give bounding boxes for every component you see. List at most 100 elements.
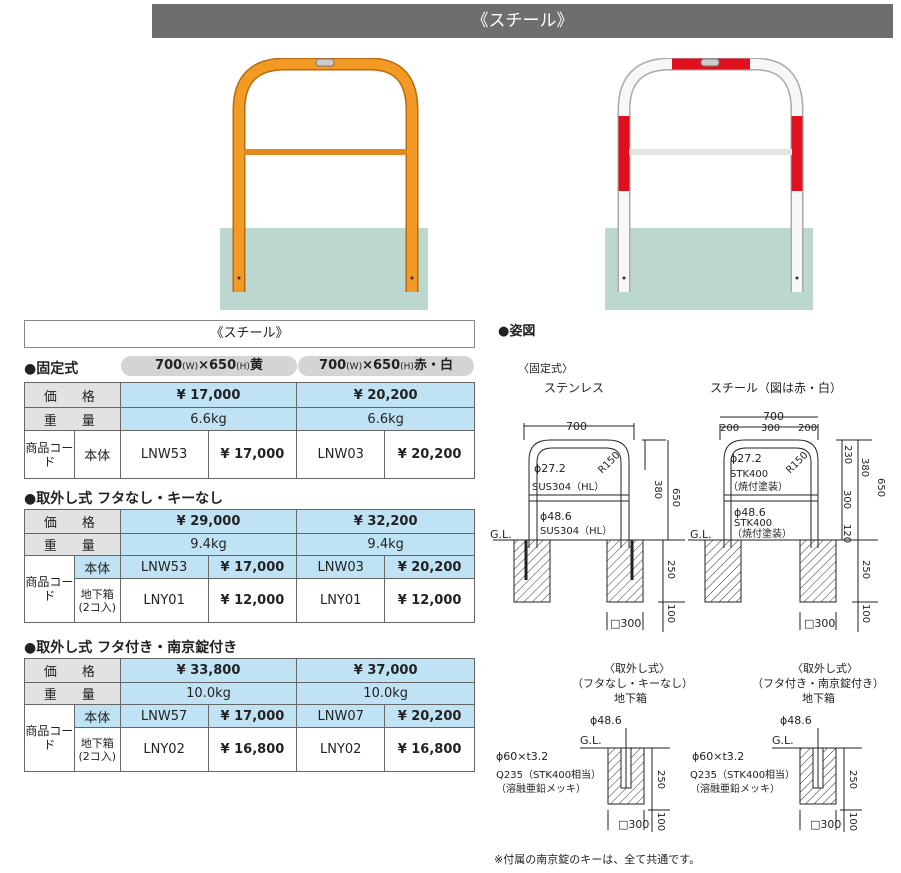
ground-backdrop <box>220 228 428 310</box>
code-cell: LNW53 <box>119 430 209 479</box>
table-row: 重 量 6.6kg 6.6kg <box>24 407 475 431</box>
table-row: 価 格 ¥ 17,000 ¥ 20,200 <box>24 382 475 408</box>
code-cell: LNY01 <box>296 578 386 623</box>
table-row: 商品コード 本体 LNW53 ¥ 17,000 LNW03 ¥ 20,200 <box>24 555 475 623</box>
weight-cell: 6.6kg <box>119 407 298 431</box>
dim-250-rem1: 250 <box>655 770 666 789</box>
section-heading-removable-no-lid: ●取外し式 フタなし・キーなし <box>24 491 224 507</box>
dim-200-left: 200 <box>720 423 739 434</box>
label-gl: G.L. <box>490 528 512 541</box>
steel-fixed-diagram <box>688 416 878 632</box>
price-cell: ¥ 17,000 <box>207 555 298 579</box>
price-label: 価 格 <box>24 658 121 683</box>
price-cell: ¥ 17,000 <box>207 430 298 479</box>
diagram-heading: ●姿図 <box>498 324 536 339</box>
price-cell: ¥ 33,800 <box>119 658 298 683</box>
table-row: 重 量 10.0kg 10.0kg <box>24 682 475 705</box>
code-label: 商品コード <box>24 430 75 479</box>
weight-cell: 10.0kg <box>119 682 298 705</box>
label-sus-hl-2: SUS304（HL） <box>540 525 612 537</box>
price-cell: ¥ 12,000 <box>384 578 475 623</box>
dim-sq300: □300 <box>610 617 641 630</box>
label-steel: スチール（図は赤・白） <box>710 380 842 395</box>
price-cell: ¥ 17,000 <box>119 382 298 408</box>
dim-300-steel: 300 <box>841 490 852 509</box>
weight-label: 重 量 <box>24 533 121 556</box>
code-cell: LNY02 <box>296 727 386 772</box>
spec-table-removable-no-lid: 価 格 ¥ 29,000 ¥ 32,200 重 量 9.4kg 9.4kg 商品… <box>24 509 475 623</box>
product-photo-red-white <box>605 58 813 310</box>
dim-700-steel: 700 <box>763 410 784 423</box>
price-cell: ¥ 32,200 <box>296 509 475 534</box>
price-label: 価 格 <box>24 382 121 408</box>
ground-backdrop <box>605 228 813 310</box>
label-phi272: ϕ27.2 <box>534 462 566 475</box>
label-stk400: STK400 <box>730 469 768 480</box>
variant-pill-yellow: 700(W)×650(H)黄 <box>121 356 297 376</box>
table-title: 《スチール》 <box>24 320 475 348</box>
dim-200-right: 200 <box>798 423 817 434</box>
price-cell: ¥ 20,200 <box>384 704 475 728</box>
dim-250-steel: 250 <box>860 560 871 579</box>
price-cell: ¥ 37,000 <box>296 658 475 683</box>
weight-cell: 6.6kg <box>296 407 475 431</box>
code-cell: LNY02 <box>119 727 209 772</box>
label-gl-steel: G.L. <box>690 528 712 541</box>
dim-r150-steel: R150 <box>784 450 810 476</box>
label-sus-hl: SUS304（HL） <box>532 481 604 493</box>
stainless-fixed-diagram <box>493 423 685 632</box>
weight-cell: 10.0kg <box>296 682 475 705</box>
price-cell: ¥ 20,200 <box>296 382 475 408</box>
label-yaki-2: （焼付塗装） <box>732 527 792 540</box>
dim-100-rem2: 100 <box>847 812 858 831</box>
dim-230: 230 <box>842 445 853 464</box>
table-row: 価 格 ¥ 29,000 ¥ 32,200 <box>24 509 475 534</box>
label-q235: Q235（STK400相当） <box>496 768 601 781</box>
price-cell: ¥ 12,000 <box>207 578 298 623</box>
price-cell: ¥ 16,800 <box>207 727 298 772</box>
code-cell: LNW57 <box>119 704 209 728</box>
dim-380-steel: 380 <box>859 458 870 477</box>
label-galv-2: （溶融亜鉛メッキ） <box>690 782 780 795</box>
code-cell: LNW03 <box>296 430 386 479</box>
dim-r150: R150 <box>596 450 622 476</box>
label-phi272-steel: ϕ27.2 <box>730 452 762 465</box>
body-label: 本体 <box>73 430 121 479</box>
table-row: 地下箱(2コ入) LNY02 ¥ 16,800 LNY02 ¥ 16,800 <box>25 727 475 772</box>
dim-250-rem2: 250 <box>847 770 858 789</box>
code-label: 商品コード <box>24 555 75 623</box>
code-cell: LNW53 <box>119 555 209 579</box>
removable-no-lid-diagram <box>580 728 670 832</box>
dim-650: 650 <box>670 488 681 507</box>
price-label: 価 格 <box>24 509 121 534</box>
box-label: 地下箱(2コ入) <box>73 727 121 772</box>
table-row: 重 量 9.4kg 9.4kg <box>24 533 475 556</box>
body-label: 本体 <box>73 704 121 728</box>
dim-300-mid: 300 <box>761 423 780 434</box>
table-row: 商品コード 本体 LNW57 ¥ 17,000 LNW07 ¥ 20,200 <box>24 704 475 772</box>
table-row: 地下箱(2コ入) LNY01 ¥ 12,000 LNY01 ¥ 12,000 <box>25 578 475 623</box>
body-label: 本体 <box>73 555 121 579</box>
price-cell: ¥ 16,800 <box>384 727 475 772</box>
weight-label: 重 量 <box>24 407 121 431</box>
dimension-diagrams: 〈固定式〉 ステンレス スチール（図は赤・白） 700 ϕ27.2 SUS304… <box>490 361 886 832</box>
label-fixed: 〈固定式〉 <box>518 361 573 375</box>
code-cell: LNY01 <box>119 578 209 623</box>
dim-380: 380 <box>652 480 663 499</box>
product-photo-yellow <box>220 58 428 310</box>
label-pipe-2: ϕ60×t3.2 <box>692 750 744 763</box>
label-gl-rem1: G.L. <box>580 734 602 747</box>
label-phi486: ϕ48.6 <box>540 510 572 523</box>
label-underground-box-2: 地下箱 <box>802 691 835 705</box>
box-label: 地下箱(2コ入) <box>73 578 121 623</box>
dim-100-steel: 100 <box>860 604 871 623</box>
price-cell: ¥ 20,200 <box>384 555 475 579</box>
table-row: 価 格 ¥ 33,800 ¥ 37,000 <box>24 658 475 683</box>
label-with-lid: （フタ付き・南京錠付き） <box>752 676 884 690</box>
dim-250: 250 <box>665 560 676 579</box>
label-q235-2: Q235（STK400相当） <box>690 768 795 781</box>
spec-table-removable-lid: 価 格 ¥ 33,800 ¥ 37,000 重 量 10.0kg 10.0kg … <box>24 658 475 772</box>
page-banner: 《スチール》 <box>152 4 893 38</box>
dim-700: 700 <box>566 420 587 433</box>
label-stk400-2: STK400 <box>734 518 772 529</box>
